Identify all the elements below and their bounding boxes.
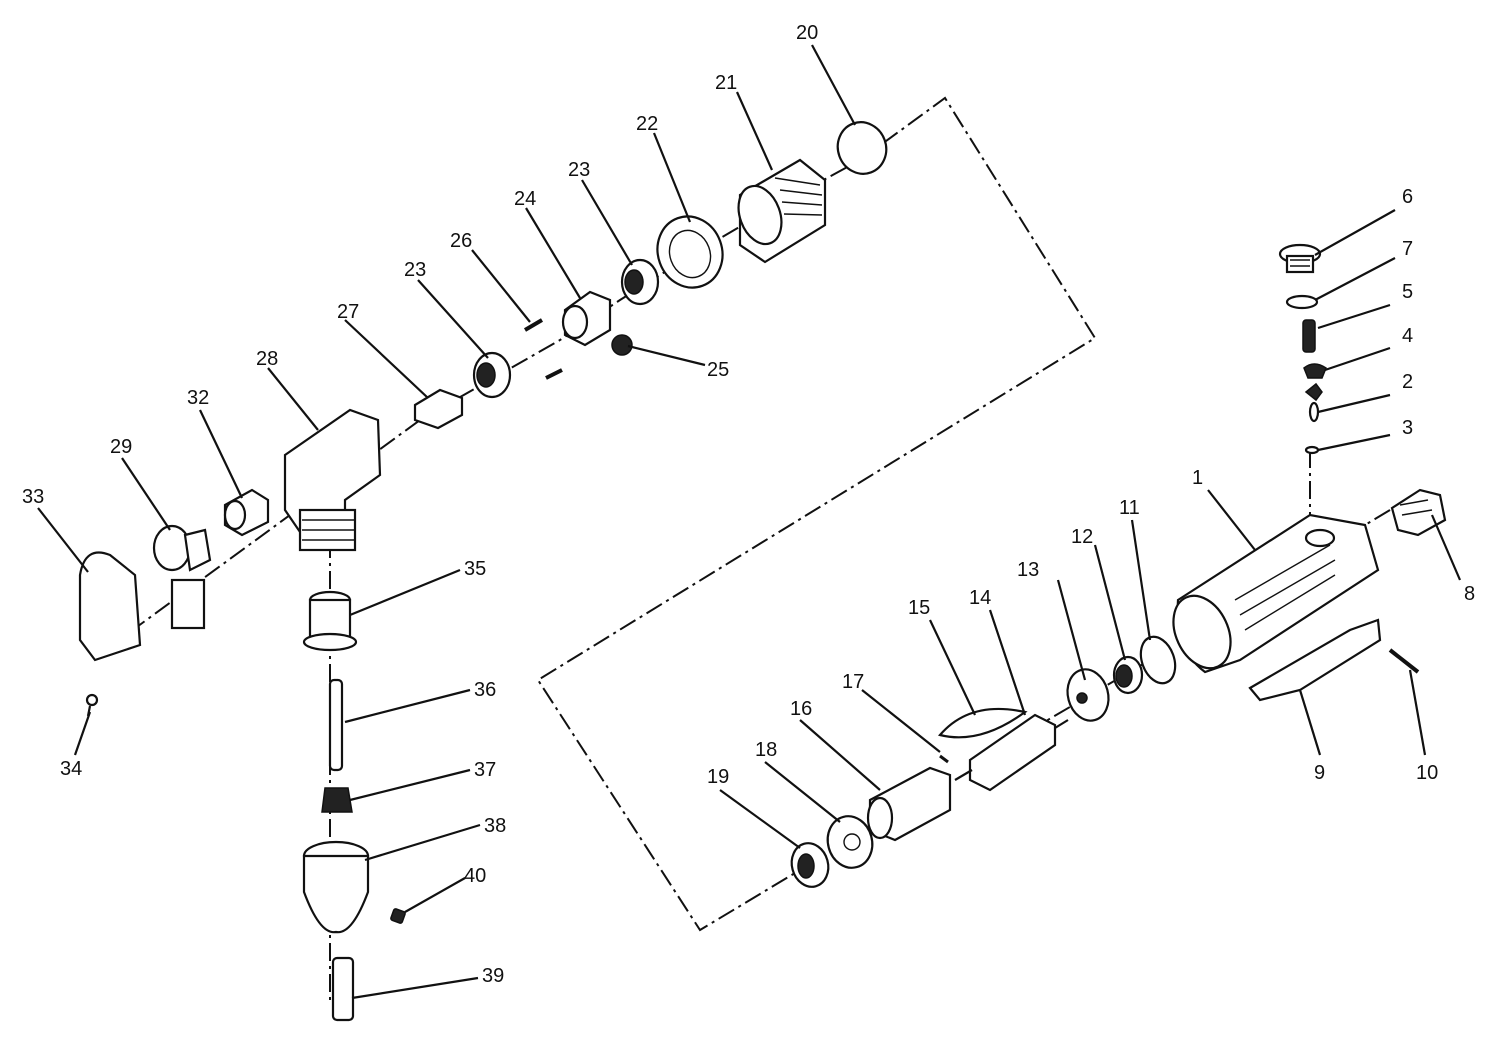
- label-37: 37: [474, 759, 496, 781]
- part-2-valve-pin: [1304, 382, 1323, 423]
- label-5: 5: [1402, 281, 1413, 303]
- label-17: 17: [842, 671, 864, 693]
- part-5-spring: [1302, 319, 1316, 353]
- label-35: 35: [464, 558, 486, 580]
- label-14: 14: [969, 587, 991, 609]
- part-number-labels: 1 2 3 4 5 6 7 8 9 10 11 12 13 14 15 16 1…: [22, 22, 1475, 987]
- part-33-cover: [78, 551, 142, 662]
- label-29: 29: [110, 436, 132, 458]
- label-40: 40: [464, 865, 486, 887]
- part-36-spindle: [328, 678, 344, 772]
- label-24: 24: [514, 188, 536, 210]
- label-1: 1: [1192, 467, 1203, 489]
- part-10-lever-pin: [1388, 648, 1420, 674]
- label-21: 21: [715, 72, 737, 94]
- part-17-key: [939, 754, 949, 764]
- part-34-screw: [85, 693, 99, 717]
- label-8: 8: [1464, 583, 1475, 605]
- part-18-end-plate: [826, 815, 874, 869]
- label-20: 20: [796, 22, 818, 44]
- label-28: 28: [256, 348, 278, 370]
- label-39: 39: [482, 965, 504, 987]
- label-2: 2: [1402, 371, 1413, 393]
- part-9-throttle-lever: [1248, 618, 1382, 702]
- part-27-pinion: [413, 388, 464, 430]
- part-26-planet-pin: [523, 318, 563, 380]
- label-3: 3: [1402, 417, 1413, 439]
- label-10: 10: [1416, 762, 1438, 784]
- label-7: 7: [1402, 238, 1413, 260]
- label-27: 27: [337, 301, 359, 323]
- leader-lines: [37, 44, 1462, 1000]
- part-21-threaded-sleeve: [737, 158, 827, 264]
- label-13: 13: [1017, 559, 1039, 581]
- label-22: 22: [636, 113, 658, 135]
- label-15: 15: [908, 597, 930, 619]
- label-25: 25: [707, 359, 729, 381]
- part-24-planet-carrier: [561, 290, 612, 347]
- label-33: 33: [22, 486, 44, 508]
- part-19-bearing: [790, 842, 830, 888]
- part-7-o-ring: [1285, 294, 1319, 310]
- part-38-collet-nut: [302, 840, 370, 934]
- label-12: 12: [1071, 526, 1093, 548]
- label-16: 16: [790, 698, 812, 720]
- label-6: 6: [1402, 186, 1413, 208]
- label-23-upper: 23: [568, 159, 590, 181]
- label-19: 19: [707, 766, 729, 788]
- part-37-nut: [321, 787, 353, 813]
- part-3-small-ring: [1304, 445, 1320, 455]
- part-22-ring-gear: [656, 215, 724, 289]
- part-35-spacer: [302, 590, 358, 652]
- label-32: 32: [187, 387, 209, 409]
- label-4: 4: [1402, 325, 1413, 347]
- part-28-angle-head: [283, 408, 382, 552]
- label-38: 38: [484, 815, 506, 837]
- part-32-bearing: [223, 488, 270, 537]
- part-29-bevel-gear: [152, 524, 212, 630]
- part-40-set-screw: [390, 908, 406, 924]
- part-23-bearing-upper: [620, 258, 660, 306]
- label-11: 11: [1119, 497, 1140, 519]
- part-13-bearing-plate: [1066, 668, 1110, 722]
- label-34: 34: [60, 758, 82, 780]
- label-23-lower: 23: [404, 259, 426, 281]
- label-26: 26: [450, 230, 472, 252]
- part-14-rotor: [954, 713, 1069, 792]
- part-6-plug: [1278, 243, 1322, 274]
- part-16-cylinder: [866, 766, 952, 842]
- part-23-bearing-lower: [472, 351, 512, 399]
- part-1-housing: [1172, 513, 1380, 674]
- part-12-bearing: [1112, 655, 1144, 695]
- label-9: 9: [1314, 762, 1325, 784]
- label-36: 36: [474, 679, 496, 701]
- label-18: 18: [755, 739, 777, 761]
- part-4-seat: [1303, 363, 1327, 379]
- part-8-inlet-bushing: [1390, 488, 1447, 537]
- part-39-collet: [331, 956, 355, 1022]
- part-25-planet-gear: [611, 334, 633, 356]
